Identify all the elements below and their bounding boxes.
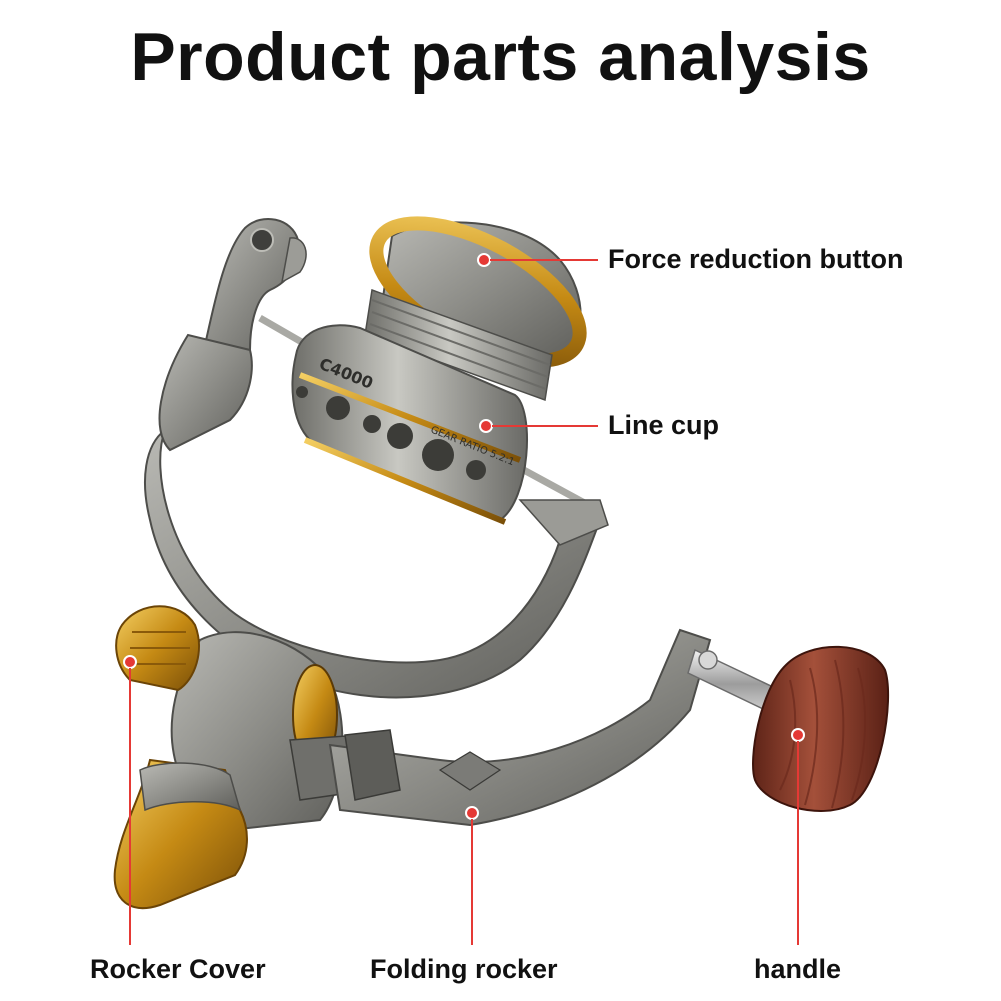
label-rocker-cover: Rocker Cover <box>90 954 266 984</box>
label-handle: handle <box>754 954 842 984</box>
folding-rocker-leader <box>465 806 479 945</box>
callout-lines <box>123 253 805 945</box>
line-cup-leader <box>479 419 598 433</box>
handle-knob <box>752 645 890 812</box>
folding-rocker <box>328 628 712 827</box>
label-force-reduction-button: Force reduction button <box>608 244 904 274</box>
rotor-body <box>144 333 609 699</box>
rocker-cover-leader <box>123 655 137 945</box>
line-cup: C4000 GEAR RATIO 5.2:1 <box>291 324 528 525</box>
line-spool <box>364 288 553 402</box>
rocker-cover <box>113 758 248 910</box>
page-title: Product parts analysis <box>130 19 871 95</box>
label-folding-rocker: Folding rocker <box>370 954 558 984</box>
handle-leader <box>791 728 805 945</box>
rear-drag-knob <box>115 605 200 692</box>
label-line-cup: Line cup <box>608 410 720 440</box>
force-reduction-leader <box>477 253 598 267</box>
